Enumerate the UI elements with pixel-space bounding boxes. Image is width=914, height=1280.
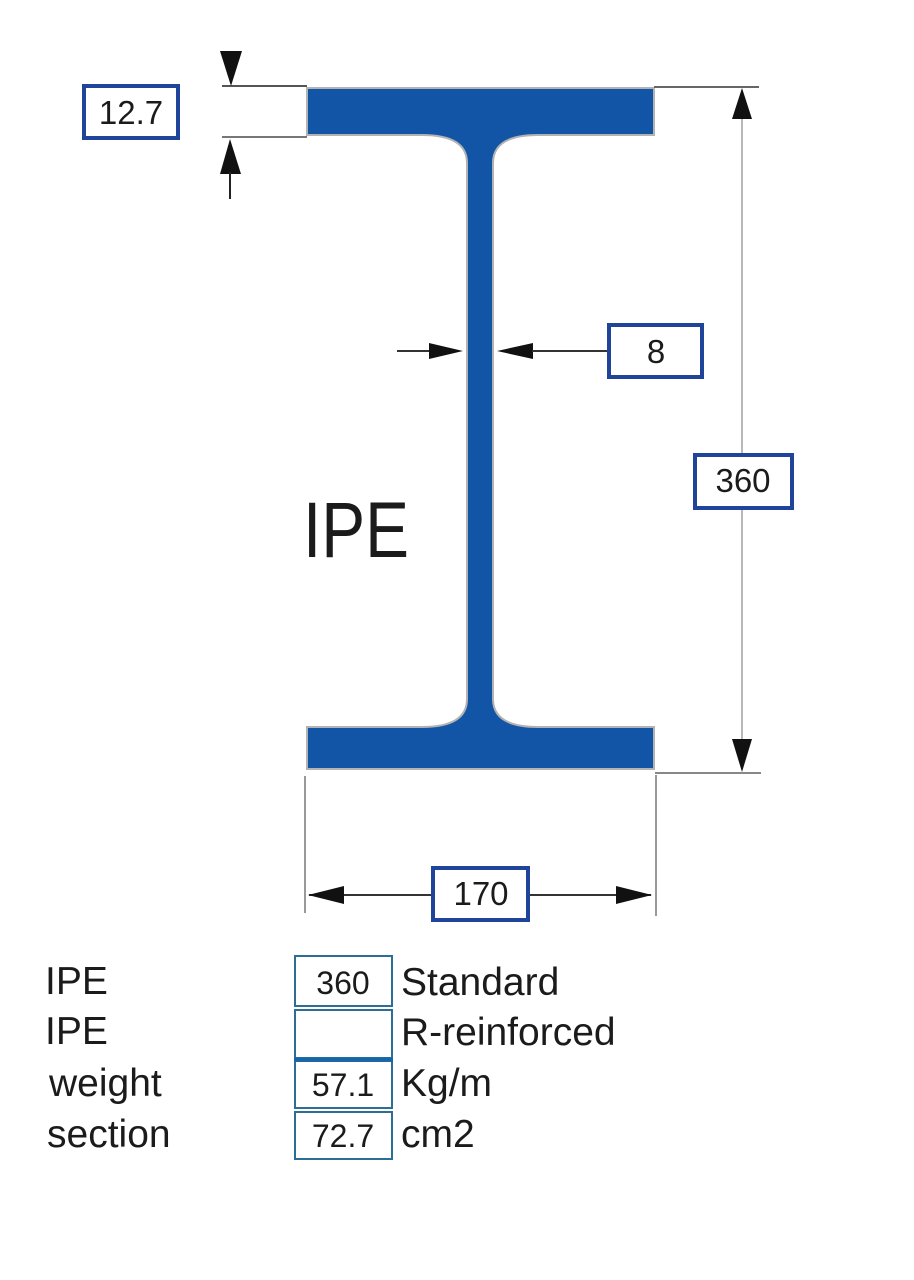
svg-text:weight: weight [48,1062,162,1105]
svg-text:12.7: 12.7 [99,94,163,131]
svg-text:57.1: 57.1 [312,1067,374,1103]
svg-text:R-reinforced: R-reinforced [401,1011,616,1054]
svg-text:section: section [47,1113,171,1156]
svg-text:8: 8 [647,333,665,370]
svg-text:360: 360 [316,965,369,1001]
svg-text:IPE: IPE [303,485,409,574]
svg-text:Standard: Standard [401,961,559,1004]
svg-text:170: 170 [453,875,508,912]
svg-text:72.7: 72.7 [312,1118,374,1154]
svg-text:IPE: IPE [45,1010,108,1053]
svg-text:360: 360 [715,462,770,499]
svg-text:Kg/m: Kg/m [401,1062,492,1105]
svg-text:cm2: cm2 [401,1113,475,1156]
svg-text:IPE: IPE [45,960,108,1003]
